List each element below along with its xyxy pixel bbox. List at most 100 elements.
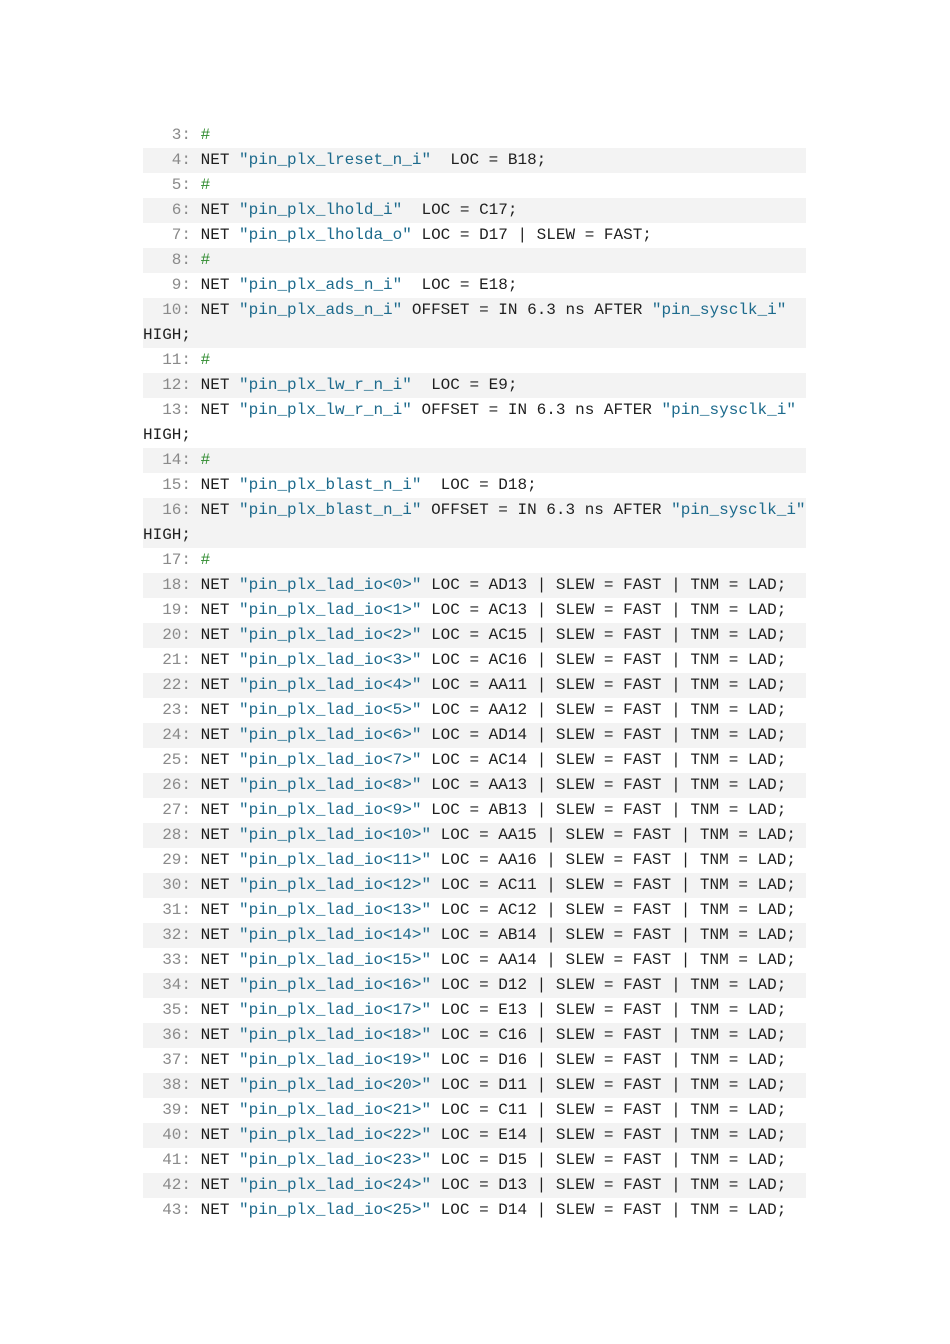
comment: # [200,551,211,569]
constraint-text: LOC = AA15 | SLEW = FAST | TNM = LAD; [431,826,796,844]
constraint-text: LOC = D12 | SLEW = FAST | TNM = LAD; [431,976,787,994]
constraint-text: LOC = D13 | SLEW = FAST | TNM = LAD; [431,1176,787,1194]
code-line: 16: NET "pin_plx_blast_n_i" OFFSET = IN … [143,498,806,548]
net-name-string: "pin_plx_blast_n_i" [239,501,422,519]
net-name-string: "pin_plx_lad_io<21>" [239,1101,432,1119]
constraint-text: LOC = C11 | SLEW = FAST | TNM = LAD; [431,1101,787,1119]
net-name-string: "pin_plx_lad_io<8>" [239,776,422,794]
line-number: 19: [162,601,191,619]
keyword: NET [200,851,230,869]
keyword: NET [200,926,230,944]
line-number: 39: [162,1101,191,1119]
clock-name-string: "pin_sysclk_i" [671,501,806,519]
code-line: 29: NET "pin_plx_lad_io<11>" LOC = AA16 … [143,848,806,873]
line-number: 17: [162,551,191,569]
keyword: NET [200,701,230,719]
constraint-text: LOC = E9; [411,376,518,394]
code-line: 34: NET "pin_plx_lad_io<16>" LOC = D12 |… [143,973,806,998]
net-name-string: "pin_plx_lad_io<11>" [239,851,432,869]
constraint-text: LOC = D11 | SLEW = FAST | TNM = LAD; [431,1076,787,1094]
net-name-string: "pin_plx_lad_io<23>" [239,1151,432,1169]
code-line: 6: NET "pin_plx_lhold_i" LOC = C17; [143,198,806,223]
keyword: NET [200,1101,230,1119]
line-number: 26: [162,776,191,794]
constraint-text: OFFSET = IN 6.3 ns AFTER [421,501,672,519]
constraint-text: LOC = AA14 | SLEW = FAST | TNM = LAD; [431,951,796,969]
constraint-text: LOC = AC12 | SLEW = FAST | TNM = LAD; [431,901,796,919]
keyword: NET [200,201,230,219]
net-name-string: "pin_plx_lad_io<13>" [239,901,432,919]
code-line: 30: NET "pin_plx_lad_io<12>" LOC = AC11 … [143,873,806,898]
net-name-string: "pin_plx_lad_io<25>" [239,1201,432,1219]
net-name-string: "pin_plx_lhold_i" [239,201,403,219]
code-line: 38: NET "pin_plx_lad_io<20>" LOC = D11 |… [143,1073,806,1098]
line-number: 35: [162,1001,191,1019]
net-name-string: "pin_plx_lad_io<1>" [239,601,422,619]
constraint-text: LOC = E14 | SLEW = FAST | TNM = LAD; [431,1126,787,1144]
line-number: 18: [162,576,191,594]
net-name-string: "pin_plx_lad_io<19>" [239,1051,432,1069]
code-line: 18: NET "pin_plx_lad_io<0>" LOC = AD13 |… [143,573,806,598]
keyword: NET [200,1076,230,1094]
constraint-text: OFFSET = IN 6.3 ns AFTER [411,401,662,419]
line-number: 38: [162,1076,191,1094]
line-number: 24: [162,726,191,744]
keyword: NET [200,576,230,594]
constraint-text: LOC = D14 | SLEW = FAST | TNM = LAD; [431,1201,787,1219]
keyword: NET [200,601,230,619]
code-line: 14: # [143,448,806,473]
constraint-text: LOC = AA11 | SLEW = FAST | TNM = LAD; [421,676,787,694]
keyword: NET [200,976,230,994]
keyword: NET [200,776,230,794]
keyword: NET [200,1151,230,1169]
keyword: NET [200,1126,230,1144]
keyword: NET [200,401,230,419]
constraint-text: LOC = D16 | SLEW = FAST | TNM = LAD; [431,1051,787,1069]
net-name-string: "pin_plx_lad_io<0>" [239,576,422,594]
code-line: 4: NET "pin_plx_lreset_n_i" LOC = B18; [143,148,806,173]
constraint-text: LOC = AC11 | SLEW = FAST | TNM = LAD; [431,876,796,894]
code-line: 31: NET "pin_plx_lad_io<13>" LOC = AC12 … [143,898,806,923]
code-line: 3: # [143,123,806,148]
constraint-text: LOC = AB13 | SLEW = FAST | TNM = LAD; [421,801,787,819]
code-line: 20: NET "pin_plx_lad_io<2>" LOC = AC15 |… [143,623,806,648]
constraint-text: LOC = AA12 | SLEW = FAST | TNM = LAD; [421,701,787,719]
line-number: 29: [162,851,191,869]
comment: # [200,251,211,269]
keyword: NET [200,376,230,394]
constraint-text: LOC = AC15 | SLEW = FAST | TNM = LAD; [421,626,787,644]
code-line: 8: # [143,248,806,273]
line-number: 21: [162,651,191,669]
line-number: 33: [162,951,191,969]
keyword: NET [200,1026,230,1044]
code-line: 17: # [143,548,806,573]
keyword: NET [200,1176,230,1194]
net-name-string: "pin_plx_lad_io<14>" [239,926,432,944]
line-number: 42: [162,1176,191,1194]
net-name-string: "pin_plx_lad_io<22>" [239,1126,432,1144]
net-name-string: "pin_plx_blast_n_i" [239,476,422,494]
code-line: 41: NET "pin_plx_lad_io<23>" LOC = D15 |… [143,1148,806,1173]
constraint-text: LOC = D15 | SLEW = FAST | TNM = LAD; [431,1151,787,1169]
line-number: 13: [162,401,191,419]
keyword: NET [200,901,230,919]
wrapped-continuation: HIGH; [143,526,192,544]
code-line: 19: NET "pin_plx_lad_io<1>" LOC = AC13 |… [143,598,806,623]
code-line: 10: NET "pin_plx_ads_n_i" OFFSET = IN 6.… [143,298,806,348]
line-number: 37: [162,1051,191,1069]
net-name-string: "pin_plx_lad_io<4>" [239,676,422,694]
line-number: 14: [162,451,191,469]
line-number: 34: [162,976,191,994]
line-number: 4: [171,151,191,169]
code-line: 39: NET "pin_plx_lad_io<21>" LOC = C11 |… [143,1098,806,1123]
keyword: NET [200,751,230,769]
code-line: 37: NET "pin_plx_lad_io<19>" LOC = D16 |… [143,1048,806,1073]
code-line: 43: NET "pin_plx_lad_io<25>" LOC = D14 |… [143,1198,806,1223]
net-name-string: "pin_plx_lad_io<6>" [239,726,422,744]
line-number: 6: [171,201,191,219]
code-line: 42: NET "pin_plx_lad_io<24>" LOC = D13 |… [143,1173,806,1198]
keyword: NET [200,1051,230,1069]
net-name-string: "pin_plx_lad_io<3>" [239,651,422,669]
line-number: 16: [162,501,191,519]
code-line: 35: NET "pin_plx_lad_io<17>" LOC = E13 |… [143,998,806,1023]
